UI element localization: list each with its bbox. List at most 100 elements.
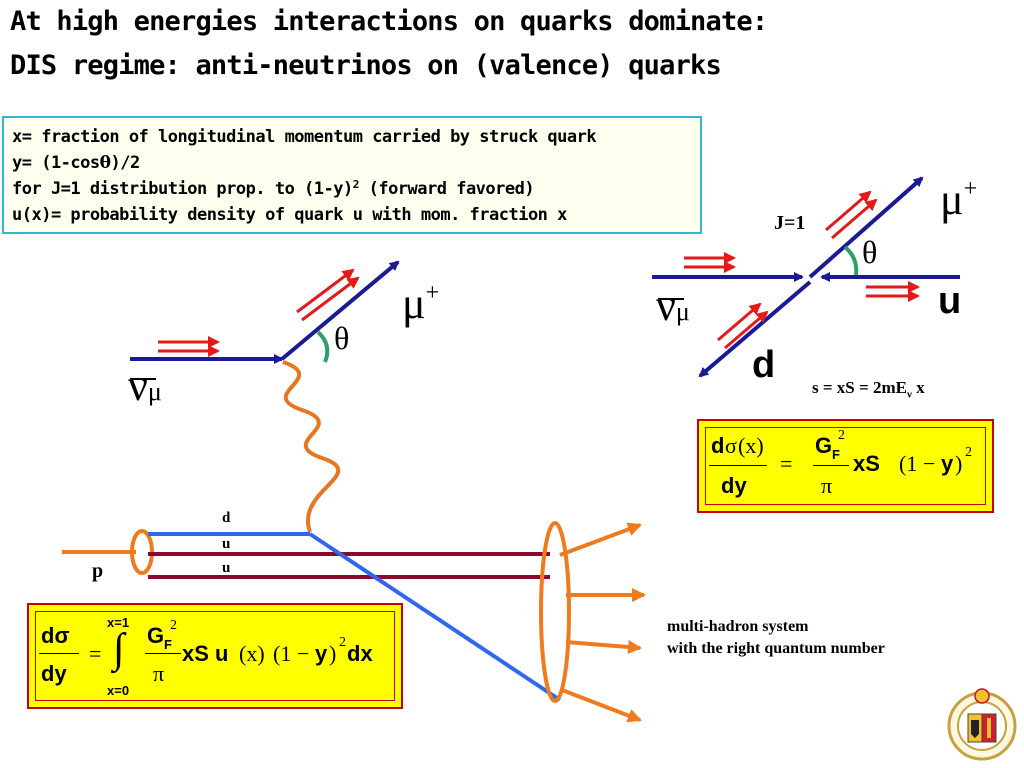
fr-minus: − xyxy=(923,451,936,476)
fl-dx: dx xyxy=(347,641,373,666)
left-theta-label: θ xyxy=(334,320,350,356)
right-d-momentum-arrows xyxy=(717,302,769,350)
fl-close: ) xyxy=(329,641,337,666)
left-theta-arc xyxy=(316,330,330,363)
fr-close: ) xyxy=(955,451,963,476)
right-d-label: d xyxy=(752,344,776,386)
fr-close-sup: 2 xyxy=(965,445,972,460)
def-y-theta: θ xyxy=(99,153,111,173)
title-line-2: DIS regime: anti-neutrinos on (valence) … xyxy=(10,50,722,81)
right-nu-momentum-arrows xyxy=(684,252,736,273)
right-nu-symbol: ν xyxy=(656,281,676,330)
fl-y: y xyxy=(315,641,328,666)
fl-factor: (1 xyxy=(273,641,292,666)
right-mu-symbol: μ xyxy=(940,175,964,224)
right-muon-line xyxy=(808,176,924,279)
fr-equals: = xyxy=(780,451,793,476)
fr-num-arg: (x) xyxy=(738,433,764,458)
right-d-quark-line xyxy=(698,280,812,378)
left-muon-line xyxy=(280,260,400,361)
fl-pi: π xyxy=(153,661,165,686)
formula-right-inner-border xyxy=(705,427,986,505)
s-relation: s = xS = 2mEν x xyxy=(812,378,925,400)
right-nu-label: νμ xyxy=(656,280,690,331)
hadron-ellipse xyxy=(539,521,571,703)
s-relation-main: s = xS = 2mE xyxy=(812,378,907,397)
fr-factor: (1 xyxy=(899,451,918,476)
fl-fraction-bar-2 xyxy=(145,653,181,654)
fl-equals: = xyxy=(89,641,102,666)
s-relation-sub: ν xyxy=(906,388,912,401)
fl-den: dy xyxy=(41,661,67,686)
def-j-post: (forward favored) xyxy=(358,179,535,199)
right-nu-subscript: μ xyxy=(675,297,690,326)
fr-xs: xS xyxy=(853,451,880,476)
def-y-post: )/2 xyxy=(110,153,140,173)
right-theta-arc xyxy=(843,245,859,276)
formula-dsigma-dy-x: d σ (x) dy = G F 2 π xS (1 − y ) 2 xyxy=(697,419,994,513)
left-mu-superscript: + xyxy=(425,280,440,306)
def-u: u(x)= probability density of quark u wit… xyxy=(12,205,567,225)
def-j-sup: 2 xyxy=(352,178,360,191)
left-nu-momentum-arrows xyxy=(158,336,220,357)
fr-pi: π xyxy=(821,473,833,498)
s-relation-post: x xyxy=(911,378,925,397)
right-u-label: u xyxy=(938,280,962,322)
hadron-text-line1: multi-hadron system xyxy=(667,618,809,635)
fl-g: G xyxy=(147,623,165,648)
fr-g: G xyxy=(815,433,833,458)
fr-y: y xyxy=(941,451,954,476)
fl-fraction-bar-1 xyxy=(39,653,79,654)
scattered-quark-line xyxy=(308,532,562,702)
formula-left-inner-border xyxy=(35,611,395,701)
right-nu-bar xyxy=(658,298,684,300)
left-nu-symbol: ν xyxy=(128,361,148,410)
hadron-text-line2: with the right quantum number xyxy=(667,640,885,657)
j-equals-1-label: J=1 xyxy=(774,212,806,234)
right-mu-momentum-arrows xyxy=(825,190,878,240)
def-y-pre: y= (1-cos xyxy=(12,153,100,173)
fl-num: dσ xyxy=(41,623,70,648)
fr-g-sub: F xyxy=(832,447,840,462)
left-mu-symbol: μ xyxy=(402,279,426,328)
fl-integral-sign: ∫ xyxy=(113,626,125,672)
proton-label: p xyxy=(92,560,104,582)
fl-xs-u: xS u xyxy=(182,641,229,666)
right-theta-label: θ xyxy=(862,234,878,270)
quark-label-d: d xyxy=(222,510,231,526)
right-u-momentum-arrows xyxy=(866,281,920,302)
fl-int-upper: x=1 xyxy=(107,615,130,630)
definitions-box: x= fraction of longitudinal momentum car… xyxy=(2,116,702,234)
fr-fraction-bar-2 xyxy=(813,465,849,466)
fl-g-sub: F xyxy=(164,637,172,652)
fl-int-lower: x=0 xyxy=(107,683,130,698)
right-mu-label: μ+ xyxy=(940,174,977,225)
university-seal-logo xyxy=(947,688,1017,761)
left-nu-bar xyxy=(130,378,156,380)
def-j-pre: for J=1 distribution prop. to (1-y) xyxy=(12,179,353,199)
def-x: x= fraction of longitudinal momentum car… xyxy=(12,127,597,147)
fr-den-dy: dy xyxy=(721,473,747,498)
formula-dsigma-dy-integral: dσ dy = x=1 ∫ x=0 G F 2 π xS u (x) (1 − … xyxy=(27,603,403,709)
right-mu-superscript: + xyxy=(963,176,978,202)
fr-num-d: d xyxy=(711,433,725,458)
fr-fraction-bar-1 xyxy=(709,465,767,466)
hadron-arrows xyxy=(559,522,646,723)
fl-close-sup: 2 xyxy=(339,635,346,650)
left-mu-momentum-arrows xyxy=(296,268,360,322)
title-line-1: At high energies interactions on quarks … xyxy=(10,6,768,37)
left-nu-label: νμ xyxy=(128,360,162,411)
left-mu-label: μ+ xyxy=(402,278,439,329)
def-j: for J=1 distribution prop. to (1-y)2 (fo… xyxy=(12,176,692,202)
fr-g-sup: 2 xyxy=(838,428,845,443)
left-boson-wavy xyxy=(282,360,341,533)
fl-g-sup: 2 xyxy=(170,618,177,633)
fr-num-sigma: σ xyxy=(725,433,737,458)
def-y: y= (1-cosθ)/2 xyxy=(12,150,692,176)
fl-ux: (x) xyxy=(239,641,265,666)
fl-minus: − xyxy=(297,641,310,666)
left-nu-subscript: μ xyxy=(147,377,162,406)
quark-label-u2: u xyxy=(222,560,231,576)
quark-label-u1: u xyxy=(222,536,231,552)
